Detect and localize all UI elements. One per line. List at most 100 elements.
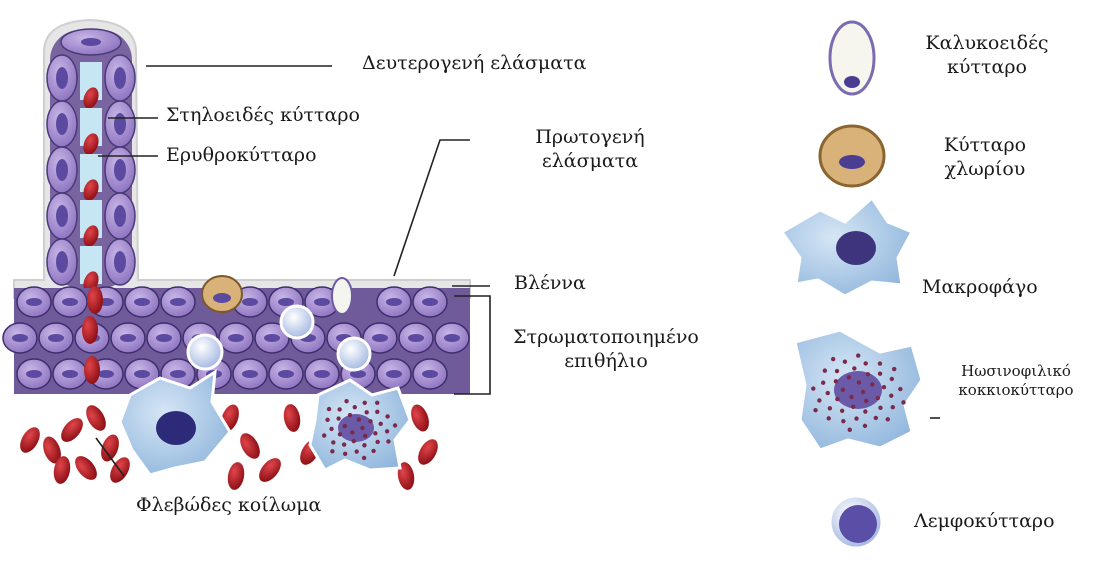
lamella-cell-nucleus	[114, 251, 126, 273]
eosinophil-granule	[353, 405, 357, 409]
epithelial-cell-nucleus	[26, 298, 42, 306]
epithelial-cell-nucleus	[62, 298, 78, 306]
chloride-cell-in-epithelium	[202, 276, 242, 312]
eosinophil-granule	[857, 380, 861, 384]
epithelial-cell-nucleus	[170, 370, 186, 378]
label-primary-lamellae-line2: ελάσματα	[520, 150, 660, 174]
erythrocyte	[226, 461, 247, 491]
eosinophil-granule	[362, 456, 366, 460]
eosinophil-granule	[375, 401, 379, 405]
eosinophil-granule	[375, 440, 379, 444]
eosinophil-granule	[840, 409, 844, 413]
eosinophil-granule	[890, 377, 894, 381]
eosinophil-granule	[901, 400, 905, 404]
epithelial-cell-nucleus	[314, 298, 330, 306]
label-venous-cavity: Φλεβώδες κοίλωμα	[136, 494, 321, 518]
eosinophil-granule	[841, 388, 845, 392]
eosinophil-granule	[364, 410, 368, 414]
eosinophil-granule	[831, 357, 835, 361]
goblet-cell-icon	[830, 22, 874, 94]
eosinophil-granule	[813, 408, 817, 412]
eosinophil-granule	[342, 442, 346, 446]
epithelial-cell-nucleus	[26, 370, 42, 378]
lamella-cell-nucleus	[56, 159, 68, 181]
label-stratified-epithelium-line1: Στρωματοποιημένο	[506, 326, 706, 350]
legend-goblet-cell-label: Καλυκοειδές κύτταρο	[912, 32, 1062, 80]
eosinophil-granule	[891, 405, 895, 409]
epithelial-cell-nucleus	[422, 370, 438, 378]
legend-chloride-cell-label: Κύτταρο χλωρίου	[920, 134, 1050, 182]
label-mucus: Βλέννα	[514, 272, 586, 296]
erythrocyte	[82, 402, 110, 434]
erythrocyte	[236, 430, 264, 462]
lamella-cell-nucleus	[114, 159, 126, 181]
eosinophil-granule	[363, 401, 367, 405]
epithelial-cell-nucleus	[98, 370, 114, 378]
eosinophil-granule	[344, 399, 348, 403]
erythrocyte	[71, 452, 101, 484]
epithelial-cell-nucleus	[408, 334, 424, 342]
eosinophil-granule	[362, 443, 366, 447]
eosinophil-granule	[854, 416, 858, 420]
eosinophil-granule	[878, 406, 882, 410]
legend-goblet-line1: Καλυκοειδές	[912, 32, 1062, 56]
eosinophil-granule	[848, 428, 852, 432]
secondary-lamella	[47, 29, 135, 295]
lamella-cell-nucleus	[114, 67, 126, 89]
epithelial-cell-nucleus	[278, 298, 294, 306]
legend-chloride-line1: Κύτταρο	[920, 134, 1050, 158]
eosinophil-icon	[795, 330, 922, 450]
eosinophil-granule	[357, 417, 361, 421]
epithelial-cell-nucleus	[422, 298, 438, 306]
eosinophil-granule	[331, 440, 335, 444]
eosinophil-granule	[337, 407, 341, 411]
eosinophil-granule	[379, 422, 383, 426]
eosinophil-granule	[835, 369, 839, 373]
epithelial-cell-nucleus	[278, 370, 294, 378]
eosinophil-granule	[823, 368, 827, 372]
erythrocyte	[82, 316, 98, 344]
epithelial-cell-nucleus	[386, 370, 402, 378]
cap-cell-nucleus	[81, 38, 101, 46]
eosinophil-granule	[363, 434, 367, 438]
erythrocyte	[16, 424, 44, 456]
epithelial-cell-nucleus	[372, 334, 388, 342]
eosinophil-granule	[393, 423, 397, 427]
legend-eosinophil-line1: Ηωσινοφιλικό	[936, 362, 1096, 381]
epithelial-cell-nucleus	[386, 298, 402, 306]
eosinophil-granule	[835, 397, 839, 401]
eosinophil-granule	[878, 361, 882, 365]
eosinophil-granule	[834, 379, 838, 383]
label-primary-lamellae: Πρωτογενή ελάσματα	[520, 126, 660, 174]
eosinophil-granule	[886, 417, 890, 421]
legend-goblet-line2: κύτταρο	[912, 56, 1062, 80]
chloride-cell-icon	[820, 126, 884, 186]
epithelial-cell-nucleus	[12, 334, 28, 342]
eosinophil-granule	[330, 449, 334, 453]
eosinophil-granule	[360, 426, 364, 430]
eosinophil-granule	[821, 381, 825, 385]
eosinophil-granule	[861, 390, 865, 394]
eosinophil-granule	[385, 429, 389, 433]
erythrocyte	[282, 403, 303, 433]
eosinophil-granule	[851, 405, 855, 409]
eosinophil-granule	[350, 430, 354, 434]
eosinophil-granule	[882, 385, 886, 389]
lamella-cell-nucleus	[56, 67, 68, 89]
lamella-cell-nucleus	[114, 113, 126, 135]
epithelial-cell-nucleus	[264, 334, 280, 342]
eosinophil-granule	[863, 424, 867, 428]
eosinophil-granule	[863, 361, 867, 365]
epithelial-cell-nucleus	[444, 334, 460, 342]
eosinophil-granule	[878, 372, 882, 376]
eosinophil-granule	[876, 396, 880, 400]
erythrocyte	[414, 436, 442, 468]
eosinophil-granule	[348, 413, 352, 417]
lamella-cell-nucleus	[114, 205, 126, 227]
lamella-cell-nucleus	[56, 113, 68, 135]
erythrocyte	[57, 414, 87, 446]
epithelial-cell-nucleus	[134, 298, 150, 306]
label-primary-lamellae-line1: Πρωτογενή	[520, 126, 660, 150]
eosinophil-granule	[368, 419, 372, 423]
